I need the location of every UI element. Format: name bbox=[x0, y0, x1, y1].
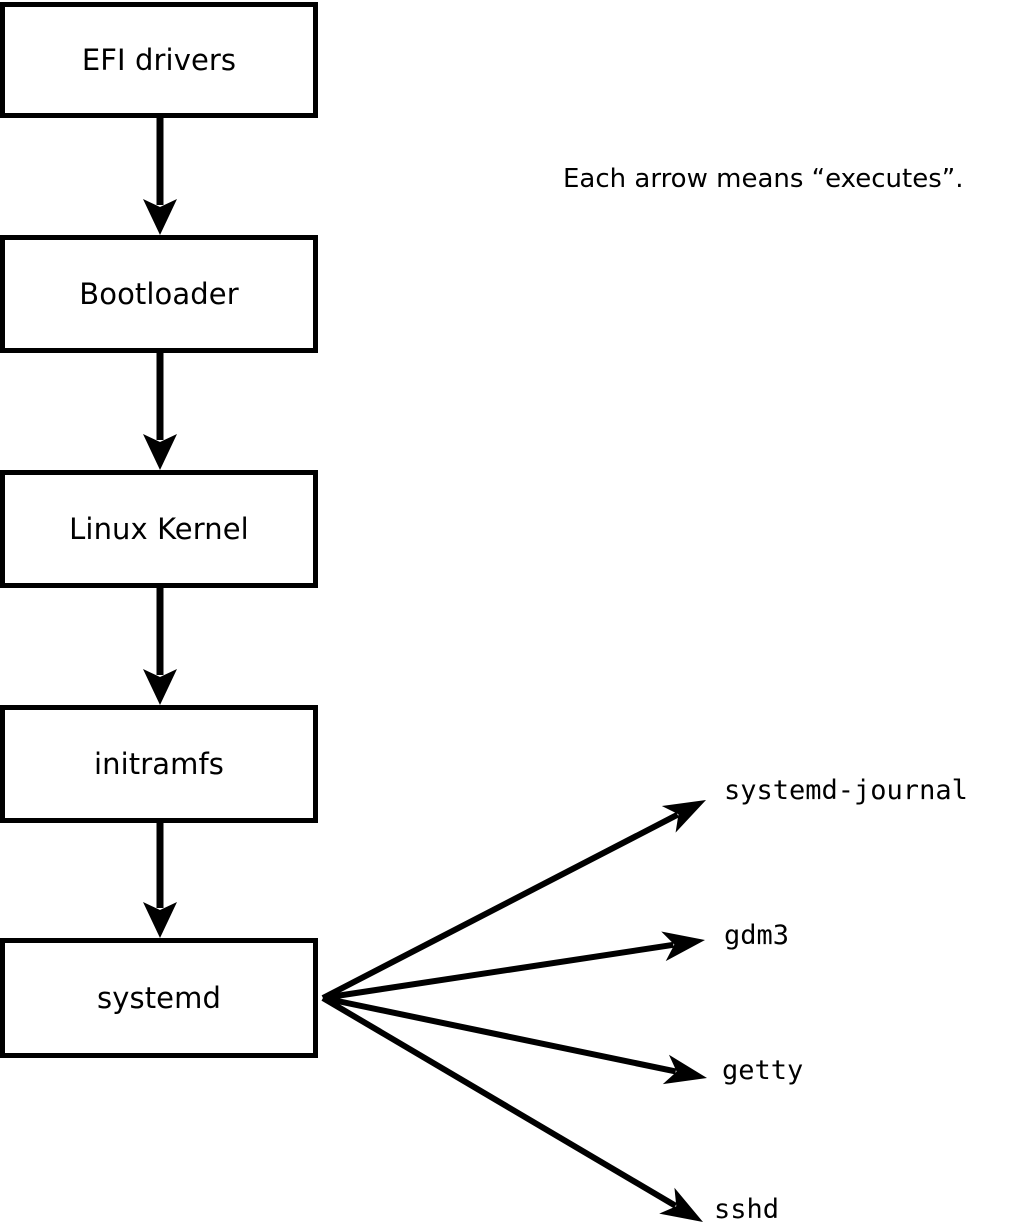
fanout-shaft-sshd bbox=[321, 995, 677, 1209]
node-label-initramfs: initramfs bbox=[93, 746, 225, 781]
node-systemd: systemd bbox=[0, 938, 318, 1058]
fanout-shaft-getty bbox=[322, 995, 677, 1075]
arrow-head-efi-to-bootloader bbox=[143, 199, 177, 235]
service-label-getty: getty bbox=[722, 1055, 804, 1086]
fanout-head-gdm3 bbox=[661, 931, 705, 962]
node-efi-drivers: EFI drivers bbox=[0, 2, 318, 118]
node-initramfs: initramfs bbox=[0, 705, 318, 823]
fanout-shaft-gdm3 bbox=[322, 941, 674, 1001]
service-label-gdm3: gdm3 bbox=[724, 920, 790, 951]
node-label-bootloader: Bootloader bbox=[79, 276, 239, 311]
node-bootloader: Bootloader bbox=[0, 235, 318, 353]
node-label-systemd: systemd bbox=[97, 980, 221, 1015]
node-linux-kernel: Linux Kernel bbox=[0, 470, 318, 588]
fanout-shaft-systemd-journal bbox=[321, 812, 679, 1001]
fanout-head-getty bbox=[662, 1054, 707, 1085]
fanout-head-sshd bbox=[659, 1187, 703, 1222]
node-label-linux-kernel: Linux Kernel bbox=[69, 511, 249, 546]
fanout-head-systemd-journal bbox=[661, 800, 706, 833]
diagram-caption: Each arrow means “executes”. bbox=[563, 164, 964, 194]
arrow-head-kernel-to-initramfs bbox=[143, 669, 177, 705]
node-label-efi-drivers: EFI drivers bbox=[81, 42, 237, 77]
fanout-arrow-group bbox=[321, 800, 707, 1222]
arrow-head-bootloader-to-kernel bbox=[143, 434, 177, 470]
service-label-sshd: sshd bbox=[714, 1194, 780, 1225]
arrow-head-initramfs-to-systemd bbox=[143, 902, 177, 938]
chain-arrow-group bbox=[143, 118, 177, 938]
service-label-systemd-journal: systemd-journal bbox=[724, 775, 968, 806]
